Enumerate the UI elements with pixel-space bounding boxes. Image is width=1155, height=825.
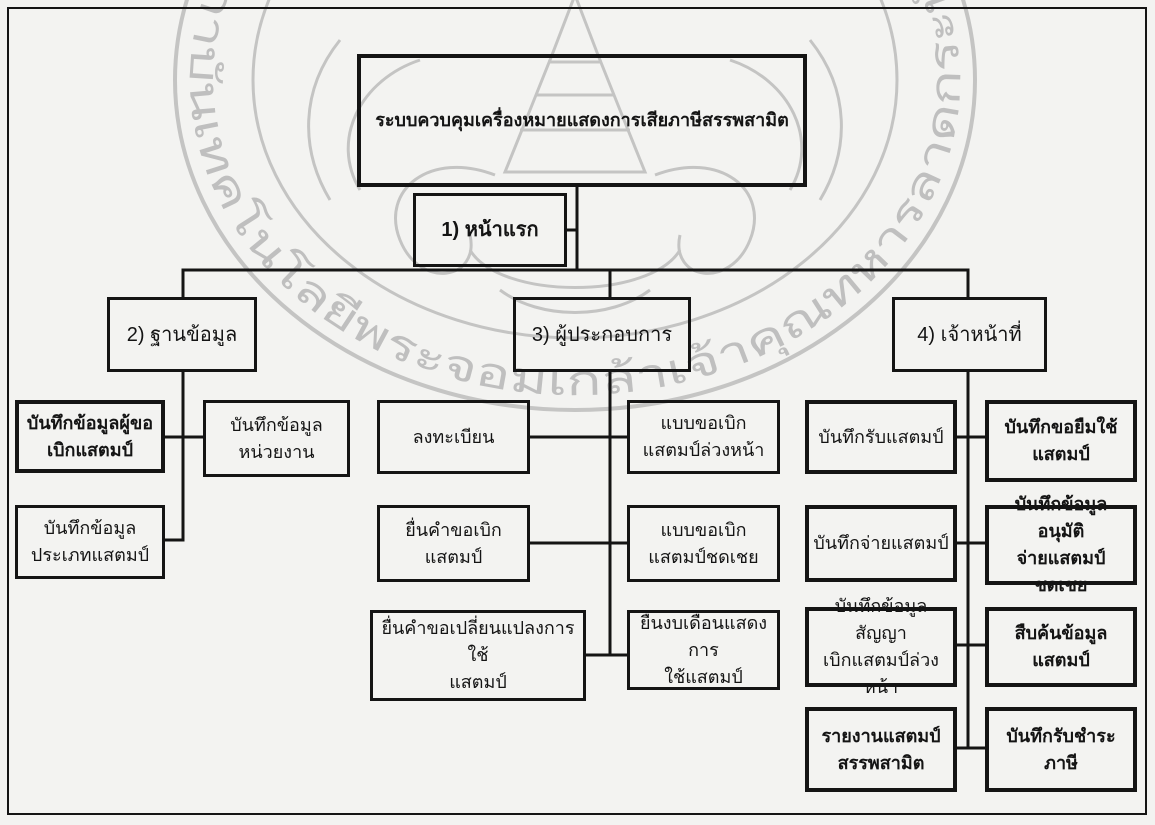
officer-node: 4) เจ้าหน้าที่ <box>892 297 1047 372</box>
home-node: 1) หน้าแรก <box>413 193 567 267</box>
node-label: รายงานแสตมป์ <box>821 725 941 746</box>
node-label: บันทึกข้อมูล <box>43 518 137 538</box>
page-frame <box>7 7 1147 815</box>
node-label: ประเภทแสตมป์ <box>30 545 150 565</box>
node-label: บันทึกข้อมูลสัญญา <box>834 596 928 643</box>
record-compensation-approval-node: บันทึกข้อมูลอนุมัติ จ่ายแสตมป์ชดเชย <box>985 494 1137 595</box>
operator-node: 3) ผู้ประกอบการ <box>513 297 691 372</box>
record-borrow-request-node: บันทึกขอยืมใช้ แสตมป์ <box>985 400 1137 482</box>
record-advance-contract-node: บันทึกข้อมูลสัญญา เบิกแสตมป์ล่วงหน้า <box>805 596 957 697</box>
seal-ornament-right <box>654 39 843 275</box>
record-tax-payment-node: บันทึกรับชำระภาษี <box>985 707 1137 792</box>
submit-monthly-usage-statement-node: ยื่นงบเดือนแสดงการ ใช้แสตมป์ <box>627 610 780 690</box>
node-label: แบบขอเบิก <box>660 519 747 540</box>
node-label: เบิกแสตมป์ <box>46 439 134 460</box>
advance-withdrawal-form-node: แบบขอเบิก แสตมป์ล่วงหน้า <box>627 400 780 474</box>
seal-inner-ring <box>251 0 899 340</box>
system-title: ระบบควบคุมเครื่องหมายแสดงการเสียภาษีสรรพ… <box>375 110 789 130</box>
register-node: ลงทะเบียน <box>377 400 530 474</box>
seal-outer-ring <box>173 0 977 412</box>
submit-withdrawal-request-node: ยื่นคำขอเบิก แสตมป์ <box>377 505 530 582</box>
node-label: 3) ผู้ประกอบการ <box>531 323 673 346</box>
submit-usage-change-request-node: ยื่นคำขอเปลี่ยนแปลงการใช้ แสตมป์ <box>370 610 586 701</box>
node-label: บันทึกข้อมูลผู้ขอ <box>26 412 154 433</box>
node-label: แสตมป์ <box>1032 444 1090 464</box>
record-stamp-receipt-node: บันทึกรับแสตมป์ <box>805 400 957 474</box>
node-label: 4) เจ้าหน้าที่ <box>917 323 1022 346</box>
node-label: แบบขอเบิก <box>660 413 747 433</box>
node-label: ยื่นคำขอเปลี่ยนแปลงการใช้ <box>381 618 575 665</box>
node-label: แสตมป์ <box>449 672 507 692</box>
node-label: หน่วยงาน <box>238 441 315 462</box>
node-label: สรรพสามิต <box>837 752 925 773</box>
node-label: 1) หน้าแรก <box>441 219 539 241</box>
node-label: แสตมป์ <box>424 546 483 567</box>
node-label: ยื่นงบเดือนแสดงการ <box>639 612 768 660</box>
compensation-withdrawal-form-node: แบบขอเบิก แสตมป์ชดเชย <box>627 505 780 582</box>
database-node: 2) ฐานข้อมูล <box>107 297 257 372</box>
record-agency-node: บันทึกข้อมูล หน่วยงาน <box>203 400 350 477</box>
stamp-search-node: สืบค้นข้อมูลแสตมป์ <box>985 607 1137 687</box>
record-requester-node: บันทึกข้อมูลผู้ขอ เบิกแสตมป์ <box>15 400 165 473</box>
seal-crown <box>502 0 648 174</box>
system-title-box: ระบบควบคุมเครื่องหมายแสดงการเสียภาษีสรรพ… <box>357 54 807 187</box>
node-label: สืบค้นข้อมูลแสตมป์ <box>1014 623 1108 670</box>
node-label: แสตมป์ชดเชย <box>648 546 759 567</box>
node-label: จ่ายแสตมป์ชดเชย <box>1016 548 1106 595</box>
node-label: บันทึกข้อมูลอนุมัติ <box>1014 494 1108 541</box>
stamp-report-node: รายงานแสตมป์ สรรพสามิต <box>805 707 957 792</box>
node-label: บันทึกขอยืมใช้ <box>1004 417 1118 437</box>
node-label: ยื่นคำขอเบิก <box>405 519 502 540</box>
node-label: บันทึกรับชำระภาษี <box>1006 725 1116 773</box>
node-label: ใช้แสตมป์ <box>664 666 743 687</box>
record-stamp-type-node: บันทึกข้อมูล ประเภทแสตมป์ <box>15 505 165 579</box>
record-stamp-issue-node: บันทึกจ่ายแสตมป์ <box>805 505 957 582</box>
node-label: บันทึกจ่ายแสตมป์ <box>813 533 949 553</box>
node-label: บันทึกรับแสตมป์ <box>818 426 944 447</box>
node-label: ลงทะเบียน <box>412 426 495 447</box>
node-label: 2) ฐานข้อมูล <box>126 323 238 346</box>
node-label: บันทึกข้อมูล <box>230 414 323 435</box>
node-label: แสตมป์ล่วงหน้า <box>642 440 765 460</box>
node-label: เบิกแสตมป์ล่วงหน้า <box>823 650 939 697</box>
